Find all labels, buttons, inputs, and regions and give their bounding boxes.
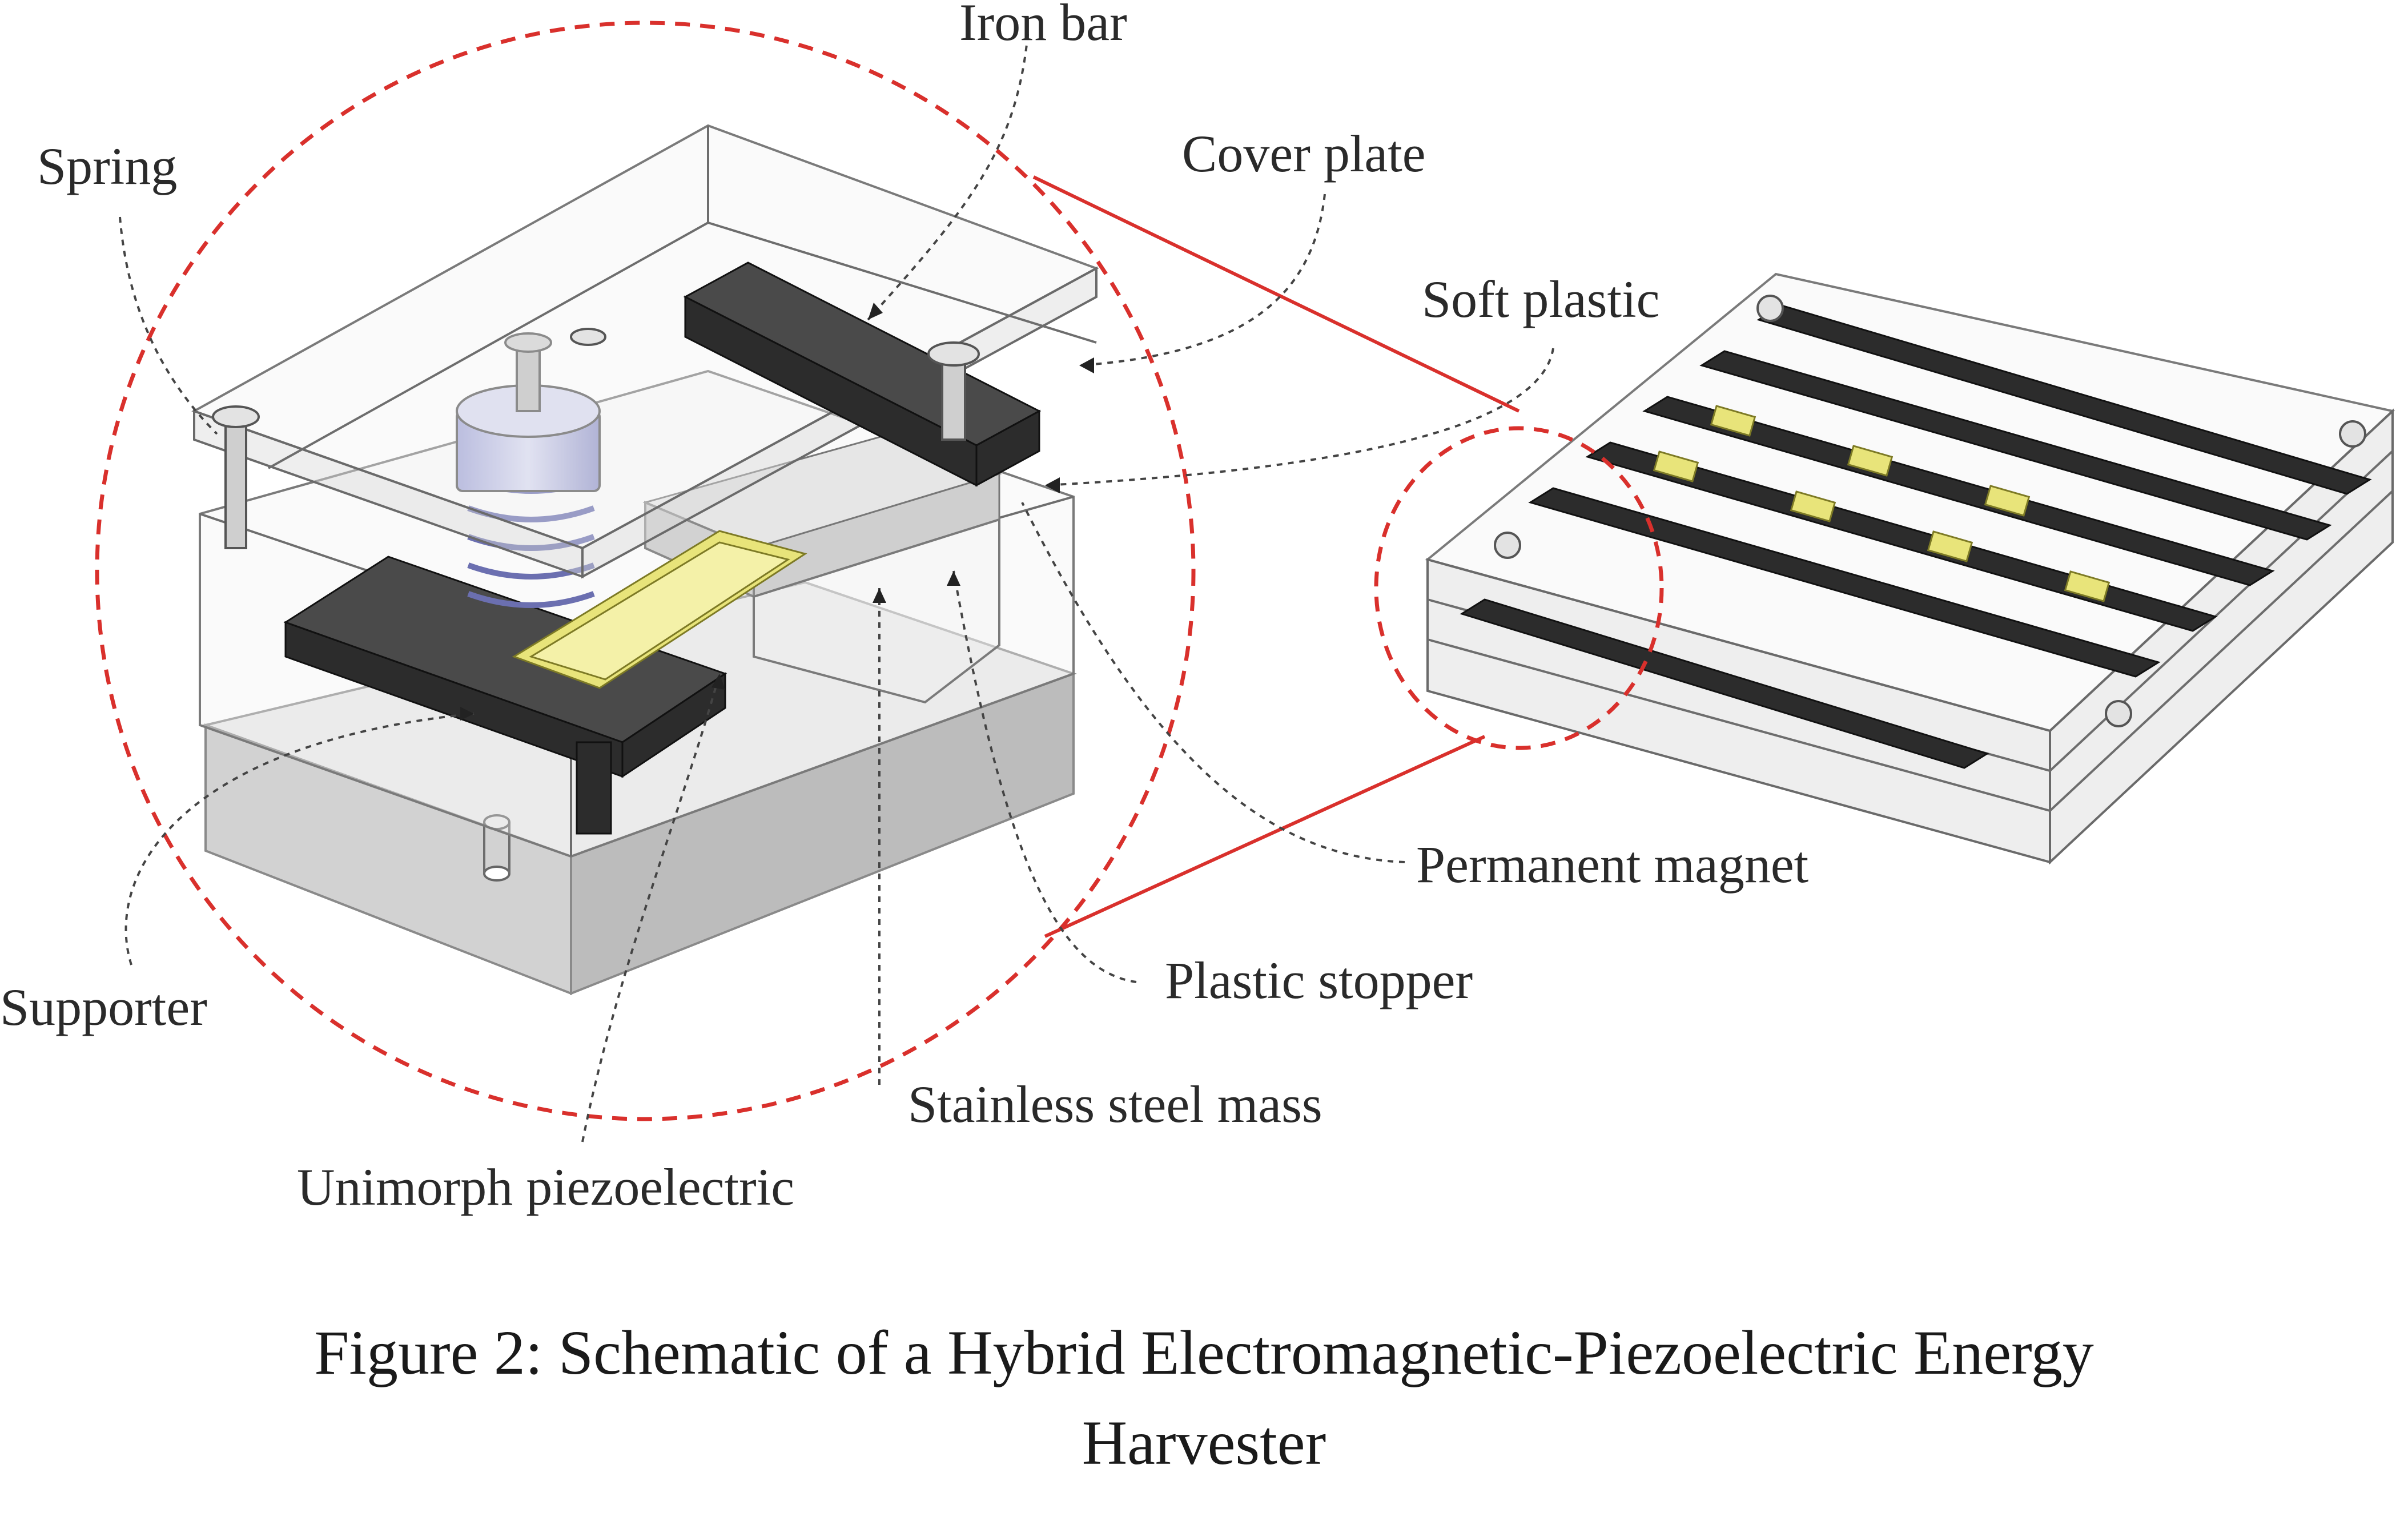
label-cover-plate: Cover plate: [1182, 124, 1426, 183]
harvester-diagram: Iron bar Spring Cover plate Soft plastic…: [0, 0, 2395, 1216]
label-plastic-stopper: Plastic stopper: [1165, 951, 1473, 1009]
zoom-line-top: [1032, 175, 1520, 413]
array-piezo-cells: [1653, 405, 2110, 602]
array-assembly: [1374, 272, 2395, 865]
piezo-beam: [512, 530, 807, 689]
spring-mass: [456, 332, 601, 608]
label-permanent-magnet: Permanent magnet: [1416, 835, 1809, 894]
bolts: [212, 328, 980, 549]
label-soft-plastic: Soft plastic: [1422, 270, 1660, 328]
label-unimorph-piezoelectric: Unimorph piezoelectric: [297, 1158, 794, 1216]
array-magnet-rows: [1460, 304, 2372, 769]
zoom-line-bottom: [1044, 735, 1486, 938]
label-spring: Spring: [37, 137, 177, 195]
unit-detail: [95, 21, 1196, 1121]
detail-highlight-circle: [95, 21, 1196, 1121]
figure-caption-line2: Harvester: [1082, 1408, 1326, 1478]
label-stainless-steel-mass: Stainless steel mass: [908, 1075, 1322, 1133]
lower-magnet: [283, 556, 727, 835]
leader-lines: [119, 34, 1554, 1142]
array-highlight-circle: [1374, 426, 1664, 750]
figure-caption-line1: Figure 2: Schematic of a Hybrid Electrom…: [314, 1318, 2094, 1387]
label-iron-bar: Iron bar: [959, 0, 1127, 51]
label-supporter: Supporter: [0, 978, 207, 1036]
